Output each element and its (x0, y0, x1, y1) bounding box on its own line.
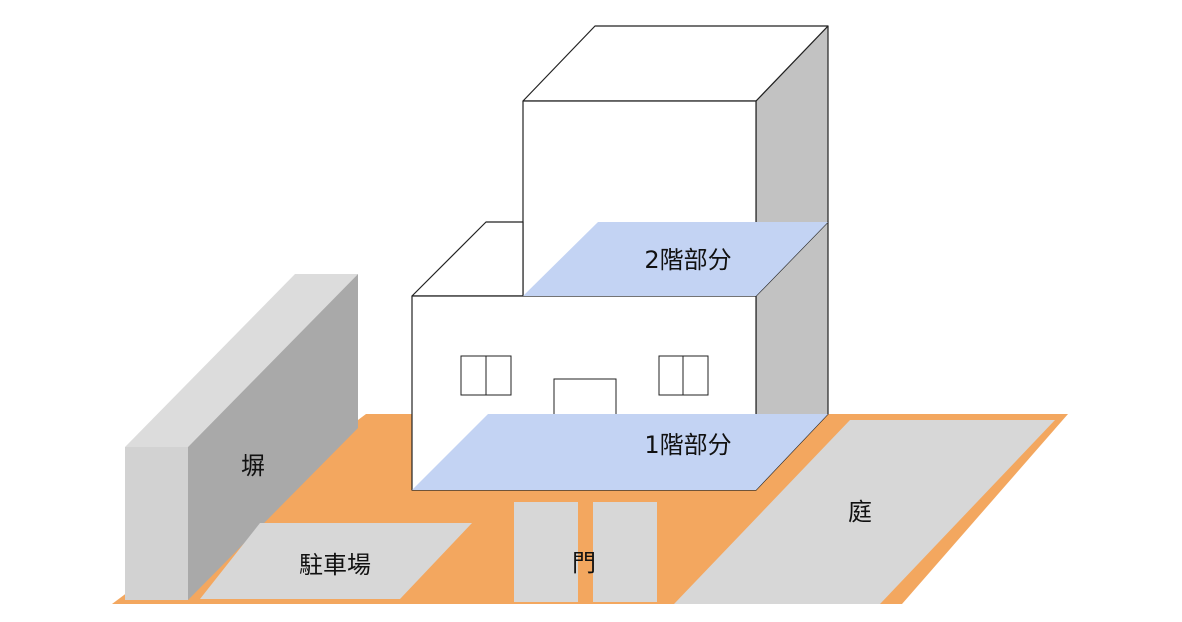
floor1-highlight (412, 414, 828, 490)
lower-left-roof (411, 221, 524, 297)
parking-area (200, 523, 472, 599)
wall-side (188, 274, 358, 600)
wall (125, 274, 358, 600)
wall-top (125, 274, 358, 447)
window-right (658, 355, 709, 396)
garden-area (674, 420, 1055, 604)
wall-front (125, 447, 188, 600)
garden-label: 庭 (848, 498, 872, 526)
floor2-highlight (523, 222, 828, 296)
wall-label: 塀 (241, 452, 265, 480)
floor1-label: 1階部分 (644, 431, 731, 459)
floor2-label: 2階部分 (644, 246, 731, 274)
door (553, 378, 617, 416)
gate-panel-right (593, 502, 657, 602)
window-left (460, 355, 512, 396)
parking-label: 駐車場 (299, 551, 371, 579)
gate-panel-left (514, 502, 578, 602)
gate-label: 門 (572, 549, 596, 577)
